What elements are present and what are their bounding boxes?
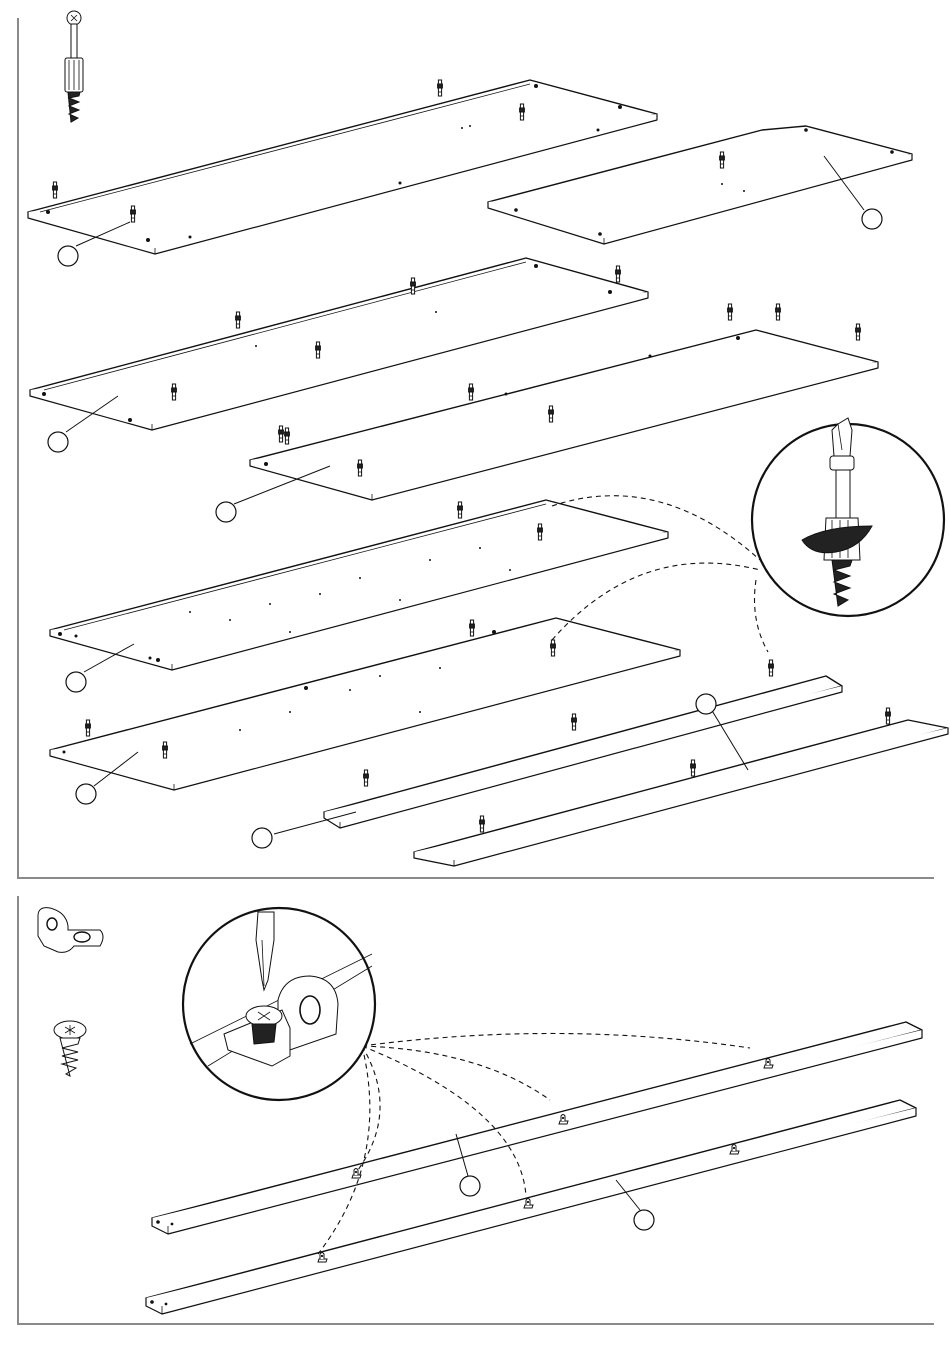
callout-rail-2 bbox=[696, 694, 716, 714]
callout-panel-3 bbox=[48, 432, 68, 452]
callout-long-rail-2 bbox=[634, 1210, 654, 1230]
callout-panel-1 bbox=[58, 246, 78, 266]
callout-rail-1 bbox=[252, 828, 272, 848]
callout-panel-5 bbox=[66, 672, 86, 692]
angle-bracket-icon bbox=[38, 908, 103, 953]
screw-icon bbox=[54, 1021, 86, 1076]
bracket-detail bbox=[183, 908, 375, 1100]
callout-panel-2 bbox=[862, 209, 882, 229]
step-2-frame bbox=[18, 896, 934, 1324]
callout-panel-6 bbox=[76, 784, 96, 804]
callout-long-rail-1 bbox=[460, 1176, 480, 1196]
callout-panel-4 bbox=[216, 502, 236, 522]
cam-dowel-icon bbox=[65, 11, 83, 122]
cam-dowel-detail bbox=[752, 418, 944, 616]
